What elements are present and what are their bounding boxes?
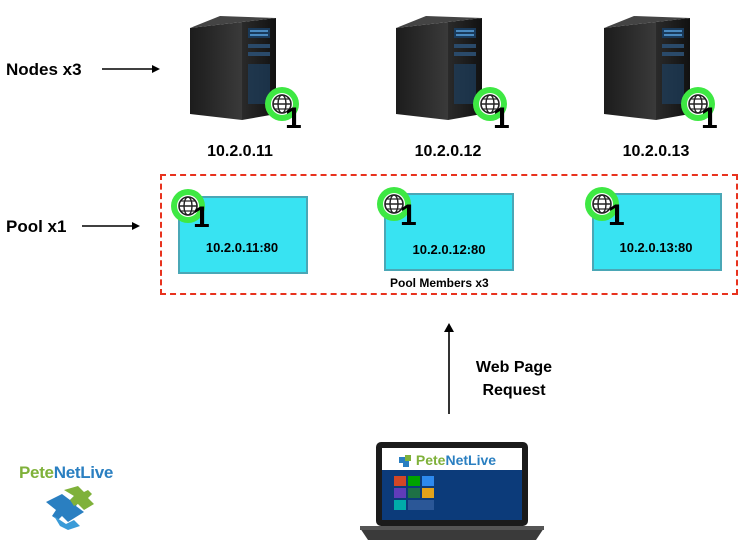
- laptop-logo-part2: NetLive: [445, 452, 497, 468]
- node-1-ip: 10.2.0.11: [207, 143, 273, 160]
- logo-part1: Pete: [19, 463, 54, 482]
- pool-arrow: [82, 222, 140, 230]
- web-request-label-line2: Request: [482, 382, 546, 399]
- node-2-ip: 10.2.0.12: [414, 143, 482, 160]
- node-1-badge: 1: [285, 102, 302, 135]
- node-3: [604, 14, 692, 127]
- logo-part2: NetLive: [53, 463, 114, 482]
- puzzle-logo-icon: [399, 455, 411, 468]
- laptop-logo: PeteNetLive: [398, 452, 496, 468]
- node-2: [396, 14, 484, 127]
- nodes-arrow: [102, 65, 160, 73]
- nodes-label: Nodes x3: [6, 60, 82, 79]
- laptop-logo-part1: Pete: [415, 452, 446, 468]
- pool-label: Pool x1: [6, 217, 67, 236]
- pool-members-label: Pool Members x3: [390, 276, 489, 290]
- server-tower-icon: [396, 14, 484, 122]
- node-3-ip: 10.2.0.13: [622, 143, 690, 160]
- member-3-badge: 1: [608, 199, 625, 232]
- node-3-badge: 1: [701, 102, 718, 135]
- member-2-address: 10.2.0.12:80: [412, 242, 486, 257]
- member-1-address: 10.2.0.11:80: [205, 240, 279, 255]
- petenetlive-logo: PeteNetLive: [19, 463, 113, 483]
- member-1-badge: 1: [193, 201, 210, 234]
- web-request-label-line1: Web Page: [475, 359, 553, 376]
- pool-box: [160, 174, 738, 295]
- puzzle-logo-icon: [46, 486, 94, 530]
- server-tower-icon: [604, 14, 692, 122]
- node-2-badge: 1: [493, 102, 510, 135]
- member-2-badge: 1: [400, 199, 417, 232]
- member-3-address: 10.2.0.13:80: [619, 240, 693, 255]
- request-arrow: [444, 323, 454, 414]
